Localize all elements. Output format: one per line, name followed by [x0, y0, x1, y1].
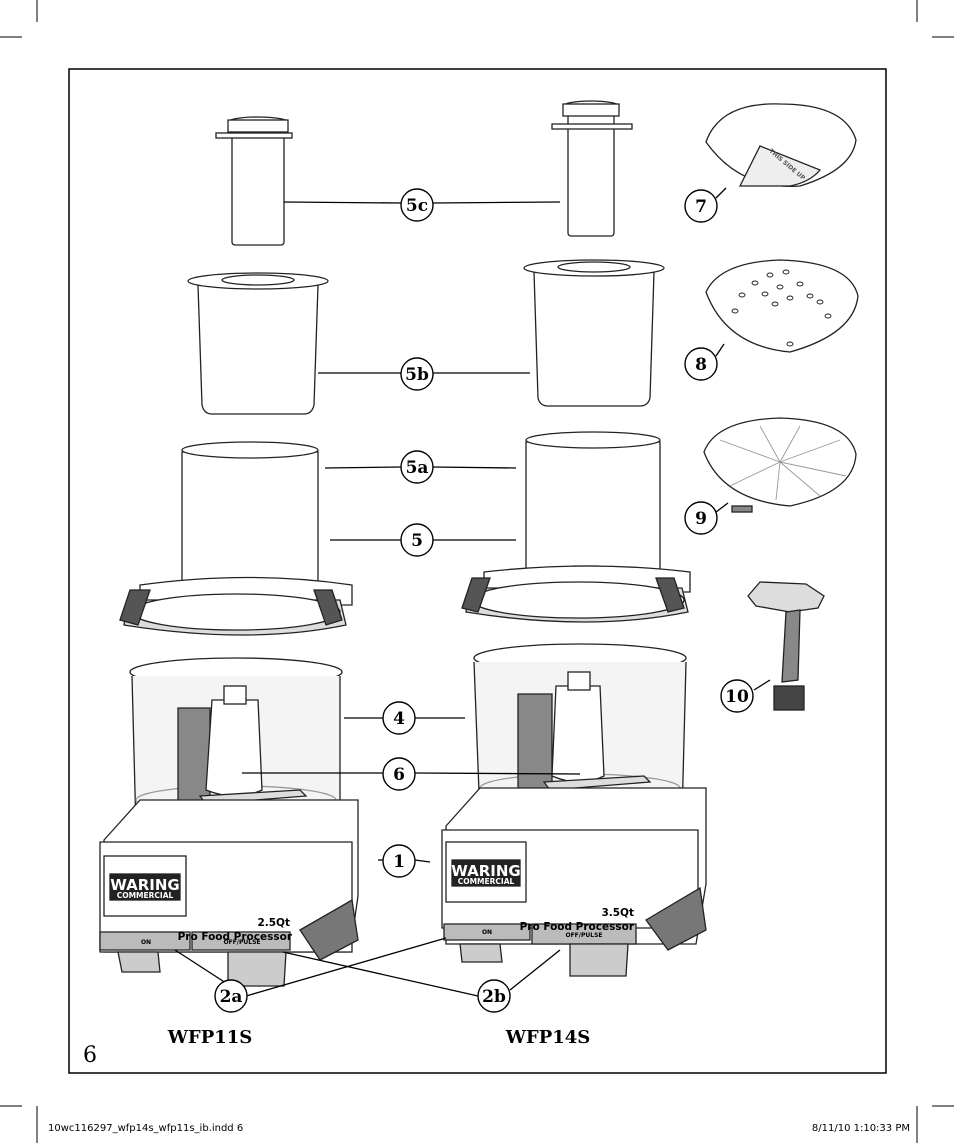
brand-logo-right: WARING — [451, 862, 520, 880]
product-name-left: Pro Food Processor — [178, 931, 293, 943]
callout-label: 4 — [393, 709, 405, 729]
callout-label: 10 — [725, 687, 749, 707]
model-label-left: WFP11S — [167, 1027, 253, 1048]
page-frame — [68, 68, 887, 1074]
chopping-disc — [703, 417, 857, 513]
brand-sub-right: COMMERCIAL — [458, 877, 515, 886]
callout-2a: 2a — [214, 979, 248, 1013]
callout-label: 5c — [406, 196, 428, 216]
callout-5: 5 — [400, 523, 434, 557]
off-pulse-button-right: OFF/PULSE — [565, 932, 602, 939]
model-label-right: WFP14S — [505, 1027, 591, 1048]
on-button-right: ON — [482, 929, 492, 936]
callout-5b: 5b — [400, 357, 434, 391]
brand-sub-left: COMMERCIAL — [117, 891, 174, 900]
callout-label: 2a — [220, 987, 243, 1007]
callout-5a: 5a — [400, 450, 434, 484]
shredding-disc — [705, 259, 859, 353]
callout-label: 6 — [393, 765, 405, 785]
callout-1: 1 — [382, 844, 416, 878]
callout-label: 9 — [695, 509, 707, 529]
feed-tube-cover-left — [119, 441, 353, 636]
callout-6: 6 — [382, 757, 416, 791]
on-button-left: ON — [141, 939, 151, 946]
callout-label: 1 — [393, 852, 405, 872]
large-food-pusher-left — [187, 272, 329, 415]
callout-10: 10 — [720, 679, 754, 713]
page-number: 6 — [83, 1043, 97, 1068]
motor-base-left — [99, 799, 359, 987]
cleaning-brush — [747, 581, 825, 711]
callout-5c: 5c — [400, 188, 434, 222]
small-food-pusher-left — [215, 116, 293, 246]
feed-tube-cover-right — [461, 431, 691, 623]
slicing-disc — [705, 103, 857, 187]
motor-base-right — [441, 787, 707, 977]
off-pulse-button-left: OFF/PULSE — [223, 939, 260, 946]
callout-7: 7 — [684, 189, 718, 223]
brand-logo-left: WARING — [110, 876, 179, 894]
slug-timestamp: 8/11/10 1:10:33 PM — [812, 1123, 910, 1134]
capacity-left: 2.5Qt — [257, 917, 290, 929]
leader-lines — [174, 187, 771, 997]
slug-filename: 10wc116297_wfp14s_wfp11s_ib.indd 6 — [48, 1123, 243, 1134]
callout-label: 5b — [405, 365, 429, 385]
callout-label: 7 — [695, 197, 707, 217]
callout-4: 4 — [382, 701, 416, 735]
large-food-pusher-right — [523, 259, 665, 407]
callout-9: 9 — [684, 501, 718, 535]
capacity-right: 3.5Qt — [601, 907, 634, 919]
callout-label: 5a — [406, 458, 429, 478]
small-food-pusher-right — [551, 100, 633, 237]
callout-label: 8 — [695, 355, 707, 375]
callout-2b: 2b — [477, 979, 511, 1013]
product-name-right: Pro Food Processor — [520, 921, 635, 933]
work-bowl-right — [473, 643, 687, 828]
callout-8: 8 — [684, 347, 718, 381]
callout-label: 2b — [482, 987, 506, 1007]
callout-label: 5 — [411, 531, 423, 551]
